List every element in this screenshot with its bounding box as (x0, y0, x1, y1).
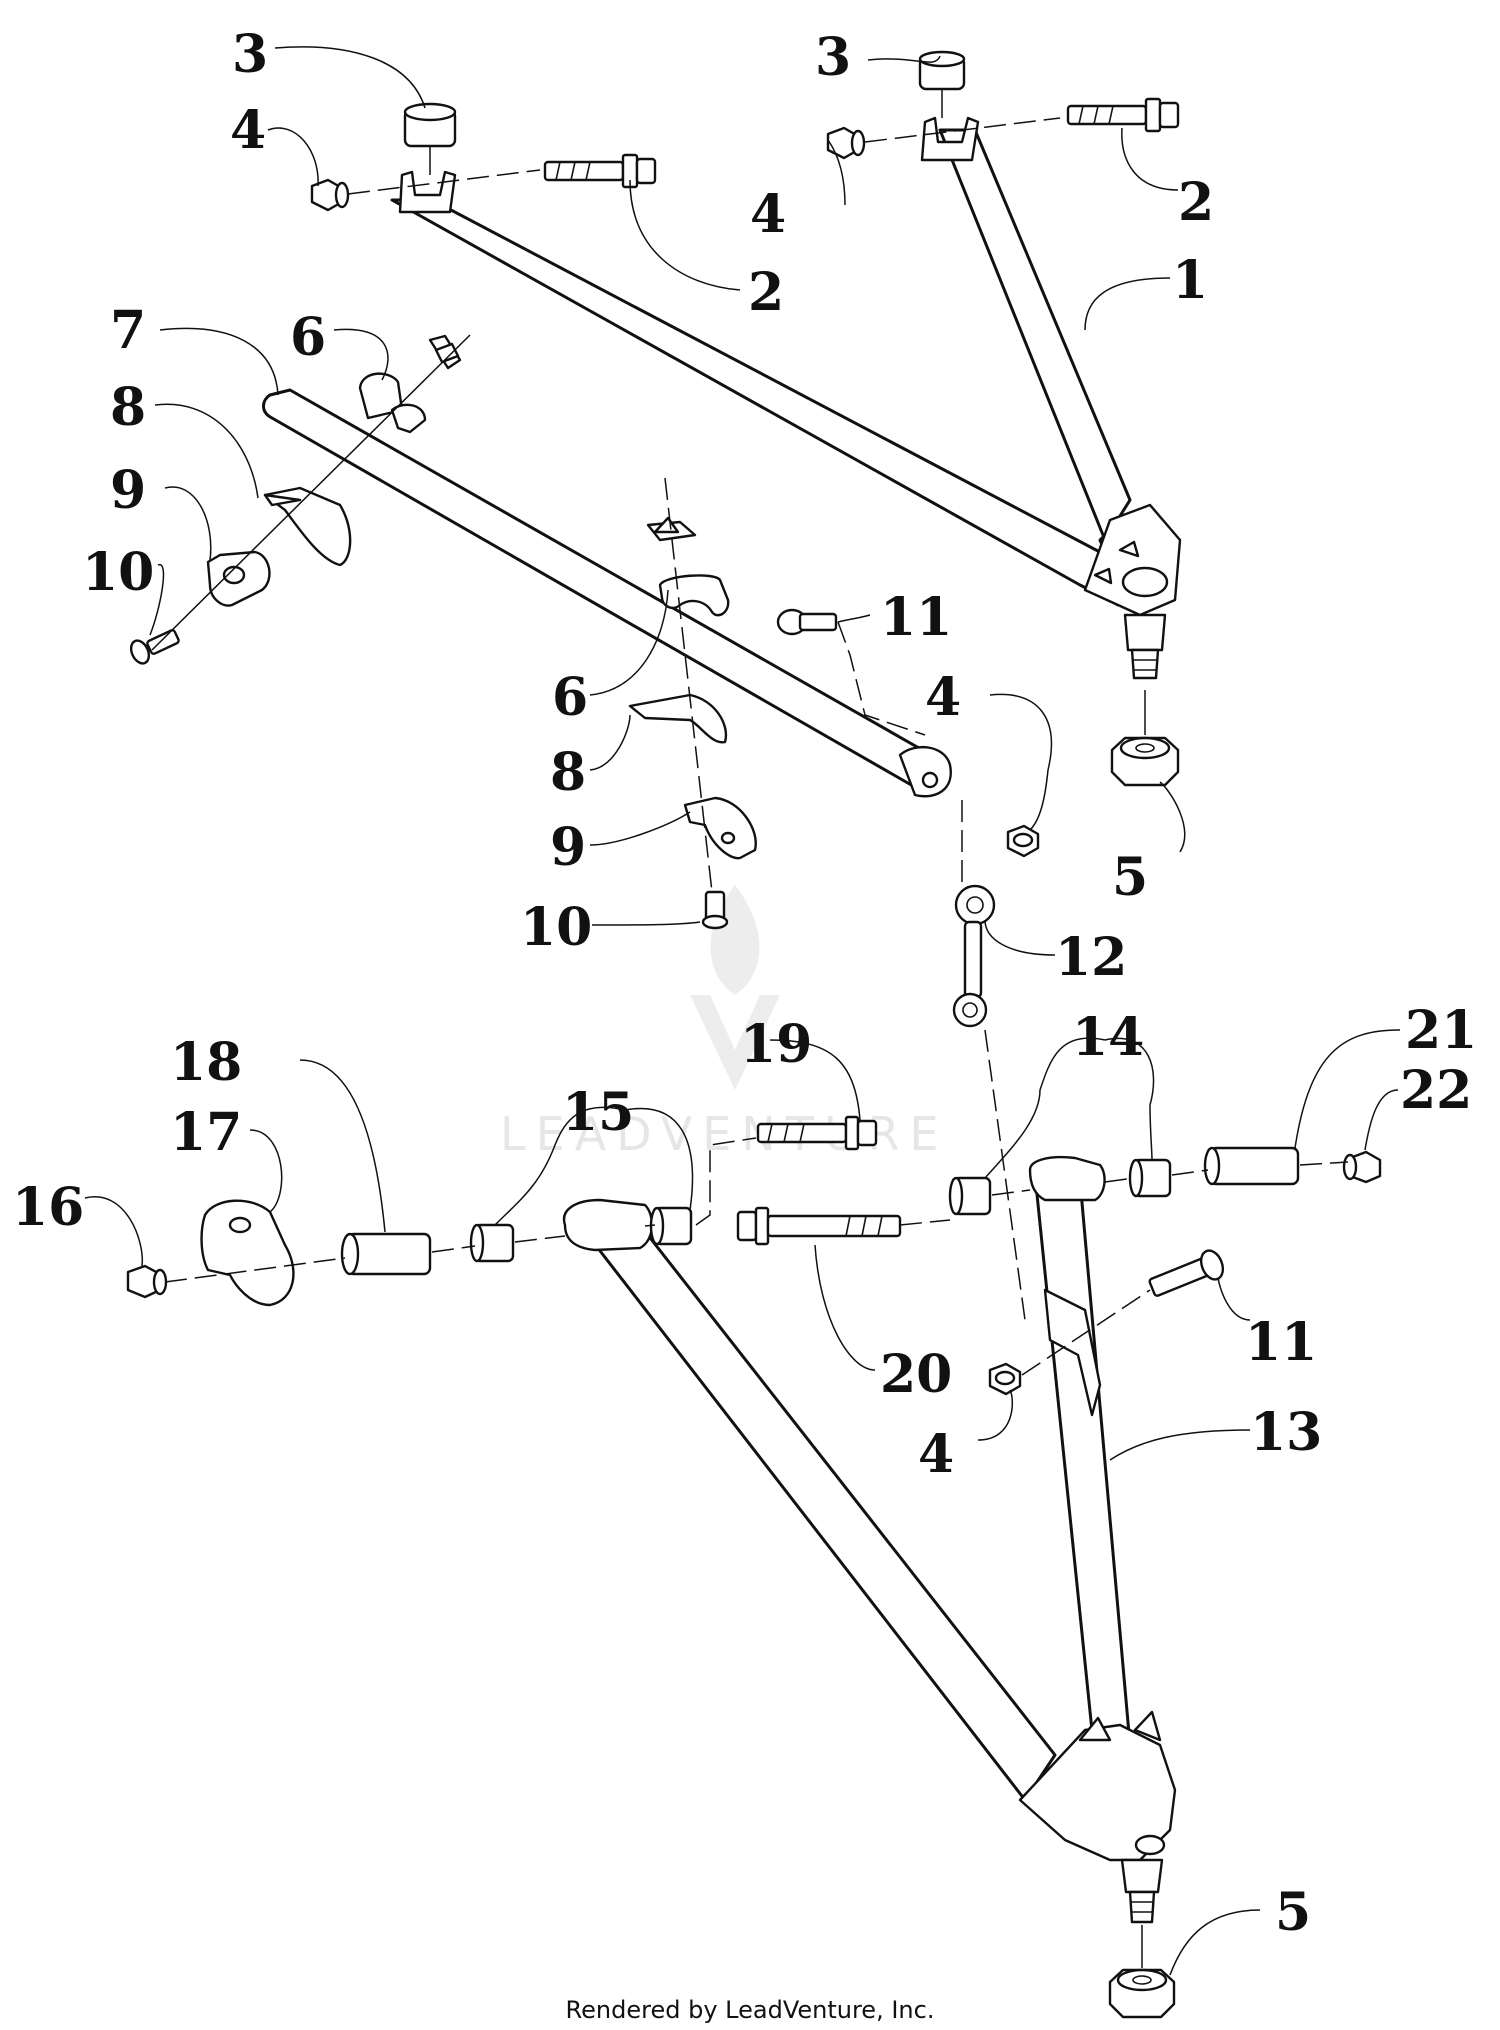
callout-6-left: 6 (290, 307, 326, 368)
flange-nut-4-swaybar (1006, 824, 1040, 858)
bolt-20 (736, 1206, 902, 1246)
mount-bracket-17 (200, 1199, 295, 1307)
bushing-6-left (358, 372, 427, 434)
callout-9-left: 9 (110, 460, 146, 521)
callout-4-lower: 4 (918, 1424, 954, 1485)
castle-nut-5-lower (1108, 1968, 1176, 2019)
footer-credit: Rendered by LeadVenture, Inc. (565, 1996, 935, 2024)
sleeve-18 (340, 1232, 432, 1276)
flange-nut-22 (1342, 1150, 1382, 1184)
screw-11-upper (776, 608, 838, 636)
clamp-9-center (683, 796, 757, 860)
callout-4-upper-left: 4 (230, 100, 266, 161)
callout-17: 17 (170, 1102, 242, 1163)
sleeve-21 (1203, 1146, 1300, 1186)
sleeve-3-left (403, 102, 457, 148)
bracket-8-left (263, 486, 352, 567)
screw-10-center (701, 890, 729, 930)
callout-10-left: 10 (82, 542, 154, 603)
callout-22: 22 (1400, 1060, 1472, 1121)
flange-nut-16 (126, 1264, 168, 1299)
clip-nut-center (646, 516, 697, 542)
swaybar-link-12 (952, 884, 996, 1028)
flange-nut-4-lower (988, 1362, 1022, 1396)
callout-21: 21 (1405, 1000, 1477, 1061)
callout-8-center: 8 (550, 742, 586, 803)
bushing-14-right (1128, 1158, 1172, 1198)
callout-2-right: 2 (1178, 172, 1214, 233)
clamp-9-left (206, 550, 271, 607)
callout-3-left: 3 (232, 24, 268, 85)
bracket-8-center (628, 693, 728, 744)
callout-10-center: 10 (520, 897, 592, 958)
bolt-19 (756, 1115, 878, 1151)
callout-14: 14 (1072, 1007, 1144, 1068)
bolt-2-upper-right (1066, 97, 1180, 133)
callout-20: 20 (880, 1344, 952, 1405)
sleeve-3-right (918, 50, 966, 91)
callout-3-right: 3 (815, 27, 851, 88)
bushing-15-left (469, 1223, 515, 1263)
callout-5-lower: 5 (1275, 1882, 1311, 1943)
callout-1: 1 (1172, 250, 1208, 311)
callout-7: 7 (110, 300, 146, 361)
callout-2-left: 2 (748, 262, 784, 323)
screw-11-lower (1148, 1249, 1225, 1297)
leader-lines (84, 46, 1401, 1976)
lower-a-arm (562, 1156, 1177, 1924)
callout-9-center: 9 (550, 817, 586, 878)
callout-8-left: 8 (110, 377, 146, 438)
callout-11-upper: 11 (880, 587, 952, 648)
callout-6-center: 6 (552, 667, 588, 728)
sway-bar (262, 388, 952, 798)
callout-18: 18 (170, 1032, 242, 1093)
clip-nut-left (428, 334, 462, 370)
callout-4-upper-right: 4 (750, 184, 786, 245)
flange-nut-4-upper-right (826, 126, 866, 160)
callout-5-upper: 5 (1112, 847, 1148, 908)
callout-11-lower: 11 (1245, 1312, 1317, 1373)
bushing-15-right (649, 1206, 693, 1246)
callout-19: 19 (740, 1014, 812, 1075)
callout-4-swaybar: 4 (925, 667, 961, 728)
bolt-2-upper-left (543, 153, 657, 189)
flange-nut-4-upper-left (310, 178, 350, 212)
callout-16: 16 (12, 1177, 84, 1238)
upper-a-arm (390, 116, 1182, 680)
callout-15: 15 (562, 1082, 634, 1143)
callout-labels: 1 2 2 3 3 4 4 4 4 5 5 6 6 7 8 8 9 9 10 1… (12, 24, 1477, 1943)
bushing-14-left (948, 1176, 992, 1216)
callout-13: 13 (1250, 1402, 1322, 1463)
callout-12: 12 (1055, 927, 1127, 988)
castle-nut-5-upper (1110, 736, 1180, 787)
